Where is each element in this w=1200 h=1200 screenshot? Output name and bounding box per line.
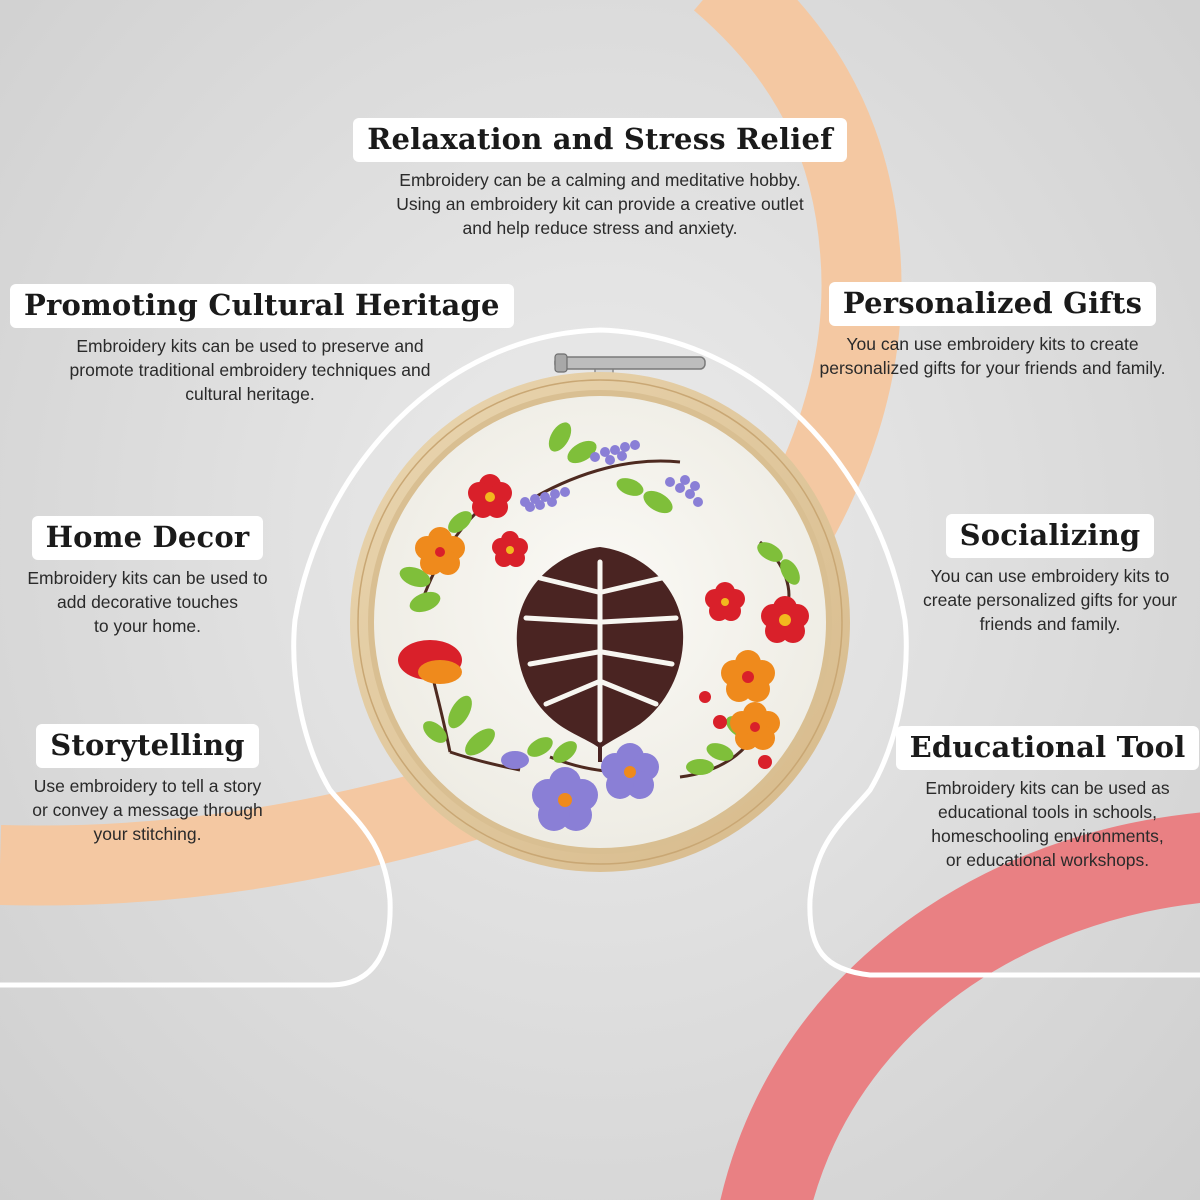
feature-storytelling: Storytelling Use embroidery to tell a st… xyxy=(10,724,285,846)
desc-line: Embroidery kits can be used to xyxy=(27,568,268,588)
feature-cultural-heritage: Promoting Cultural Heritage Embroidery k… xyxy=(10,284,514,406)
desc-line: You can use embroidery kits to xyxy=(930,566,1170,586)
feature-home-decor: Home Decor Embroidery kits can be used t… xyxy=(5,516,290,638)
feature-title: Storytelling xyxy=(36,724,259,768)
red-flowers xyxy=(398,474,809,769)
desc-line: promote traditional embroidery technique… xyxy=(69,360,431,380)
feature-educational-tool: Educational Tool Embroidery kits can be … xyxy=(895,726,1200,872)
feature-description: Embroidery kits can be used as education… xyxy=(895,776,1200,872)
white-outline-frame xyxy=(0,327,1200,988)
feature-description: Embroidery kits can be used to add decor… xyxy=(5,566,290,638)
desc-line: your stitching. xyxy=(93,824,202,844)
desc-line: Embroidery kits can be used as xyxy=(925,778,1170,798)
desc-line: educational tools in schools, xyxy=(938,802,1157,822)
lavender-sprigs xyxy=(520,440,703,512)
feature-title: Personalized Gifts xyxy=(828,282,1157,326)
desc-line: add decorative touches xyxy=(57,592,238,612)
desc-line: You can use embroidery kits to create xyxy=(846,334,1139,354)
pink-ribbon xyxy=(720,812,1200,1200)
orange-flowers xyxy=(415,527,780,750)
feature-title: Socializing xyxy=(945,514,1155,558)
desc-line: to your home. xyxy=(94,616,201,636)
feature-title: Promoting Cultural Heritage xyxy=(10,284,514,328)
desc-line: homeschooling environments, xyxy=(931,826,1164,846)
feature-description: Use embroidery to tell a story or convey… xyxy=(10,774,285,846)
feature-socializing: Socializing You can use embroidery kits … xyxy=(900,514,1200,636)
desc-line: friends and family. xyxy=(979,614,1121,634)
desc-line: create personalized gifts for your xyxy=(923,590,1177,610)
purple-flowers xyxy=(501,743,659,831)
feature-relaxation: Relaxation and Stress Relief Embroidery … xyxy=(340,118,860,240)
desc-line: Embroidery kits can be used to preserve … xyxy=(76,336,424,356)
desc-line: cultural heritage. xyxy=(185,384,315,404)
desc-line: or convey a message through xyxy=(32,800,263,820)
embroidery-hoop-icon xyxy=(350,353,850,872)
feature-title: Home Decor xyxy=(31,516,264,560)
feature-description: You can use embroidery kits to create pe… xyxy=(900,564,1200,636)
feature-title: Relaxation and Stress Relief xyxy=(353,118,847,162)
desc-line: Using an embroidery kit can provide a cr… xyxy=(396,194,804,214)
desc-line: personalized gifts for your friends and … xyxy=(819,358,1166,378)
desc-line: and help reduce stress and anxiety. xyxy=(462,218,738,238)
feature-description: Embroidery can be a calming and meditati… xyxy=(340,168,860,240)
monstera-leaf-icon xyxy=(516,547,684,762)
desc-line: or educational workshops. xyxy=(945,850,1150,870)
feature-description: You can use embroidery kits to create pe… xyxy=(790,332,1195,380)
desc-line: Embroidery can be a calming and meditati… xyxy=(399,170,801,190)
feature-description: Embroidery kits can be used to preserve … xyxy=(10,334,490,406)
desc-line: Use embroidery to tell a story xyxy=(33,776,262,796)
feature-title: Educational Tool xyxy=(895,726,1200,770)
feature-personalized-gifts: Personalized Gifts You can use embroider… xyxy=(790,282,1195,380)
